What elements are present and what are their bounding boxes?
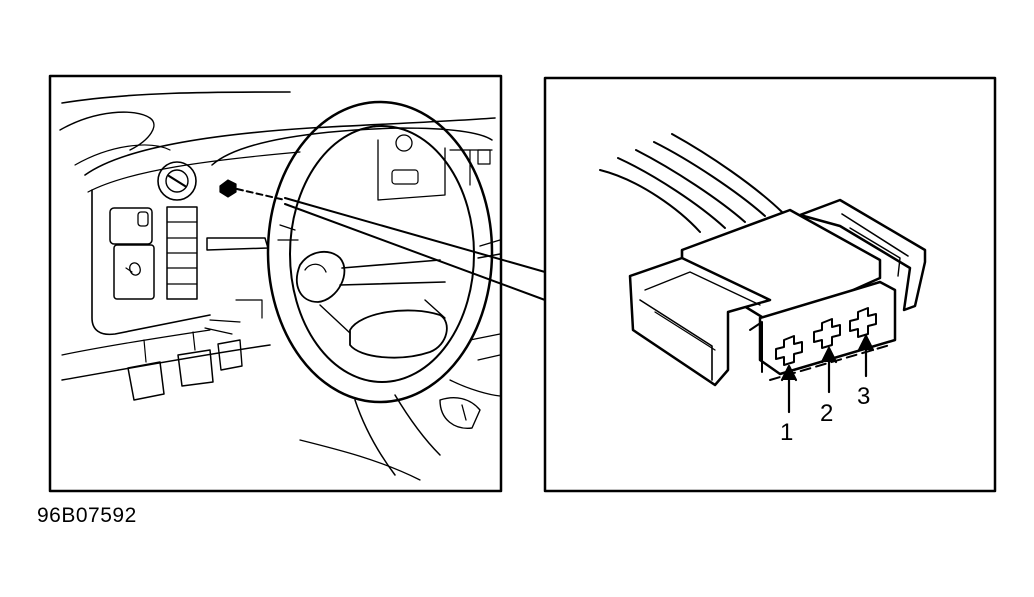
pin-label-2: 2 (820, 400, 833, 427)
left-panel-frame (48, 74, 503, 493)
pin-3-arrow (857, 334, 875, 378)
pin-label-1: 1 (780, 419, 793, 446)
connector-location-marker (219, 179, 237, 198)
right-panel-frame (543, 76, 997, 493)
callout-leader-line (284, 197, 546, 301)
connector-detail-panel (543, 76, 997, 493)
wire-harness (599, 133, 783, 233)
pin-label-3: 3 (857, 383, 870, 410)
dashboard-view-panel (48, 74, 546, 493)
steering-wheel-inner (289, 125, 475, 383)
terminal-cavity-3 (849, 307, 877, 338)
pin-1-arrow (780, 364, 798, 414)
figure-code: 96B07592 (37, 504, 137, 527)
terminal-cavity-2 (813, 318, 841, 349)
connector-latch-right (798, 198, 927, 312)
pin-2-arrow (820, 346, 838, 394)
terminal-cavity-1 (775, 335, 803, 366)
steering-wheel-outer (266, 100, 494, 404)
connector-latch-left (628, 256, 772, 387)
